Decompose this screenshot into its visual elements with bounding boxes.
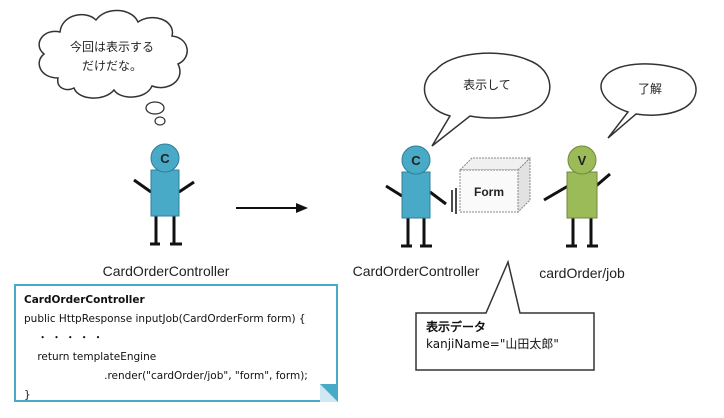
controller-badge-left: C: [160, 151, 170, 166]
speech-bubble-left: 表示して: [423, 52, 551, 147]
controller-badge-right: C: [411, 153, 421, 168]
code-line: ・ ・ ・ ・ ・: [24, 332, 104, 344]
data-callout: [415, 259, 595, 371]
controller-label-left: CardOrderController: [103, 263, 230, 279]
thought-line-1: 今回は表示する: [70, 39, 154, 54]
controller-label-right: CardOrderController: [353, 263, 480, 279]
speech-text-left: 表示して: [463, 78, 511, 92]
code-line: return templateEngine: [24, 351, 157, 363]
code-line: public HttpResponse inputJob(CardOrderFo…: [24, 313, 306, 325]
speech-bubble-right: 了解: [600, 63, 697, 139]
page-fold: [320, 384, 338, 402]
controller-actor-right: C: [385, 145, 447, 248]
thought-line-2: だけだな。: [82, 59, 142, 73]
view-actor: V: [543, 145, 611, 248]
form-box: Form: [451, 156, 532, 214]
code-title: CardOrderController: [24, 294, 145, 306]
code-line: .render("cardOrder/job", "form", form);: [24, 370, 308, 382]
code-line: }: [24, 389, 31, 401]
form-box-label: Form: [474, 185, 504, 199]
code-snippet: CardOrderController public HttpResponse …: [14, 284, 338, 402]
view-label: cardOrder/job: [539, 265, 625, 281]
transition-arrow: [236, 203, 308, 213]
display-data-title: 表示データ: [426, 320, 487, 334]
thought-cloud: 今回は表示する だけだな。: [38, 9, 188, 126]
controller-actor-left: C: [133, 143, 195, 246]
display-data-value: kanjiName="山田太郎": [426, 337, 559, 351]
display-data: 表示データ kanjiName="山田太郎": [416, 313, 594, 369]
view-badge: V: [578, 153, 587, 168]
speech-text-right: 了解: [638, 82, 662, 96]
